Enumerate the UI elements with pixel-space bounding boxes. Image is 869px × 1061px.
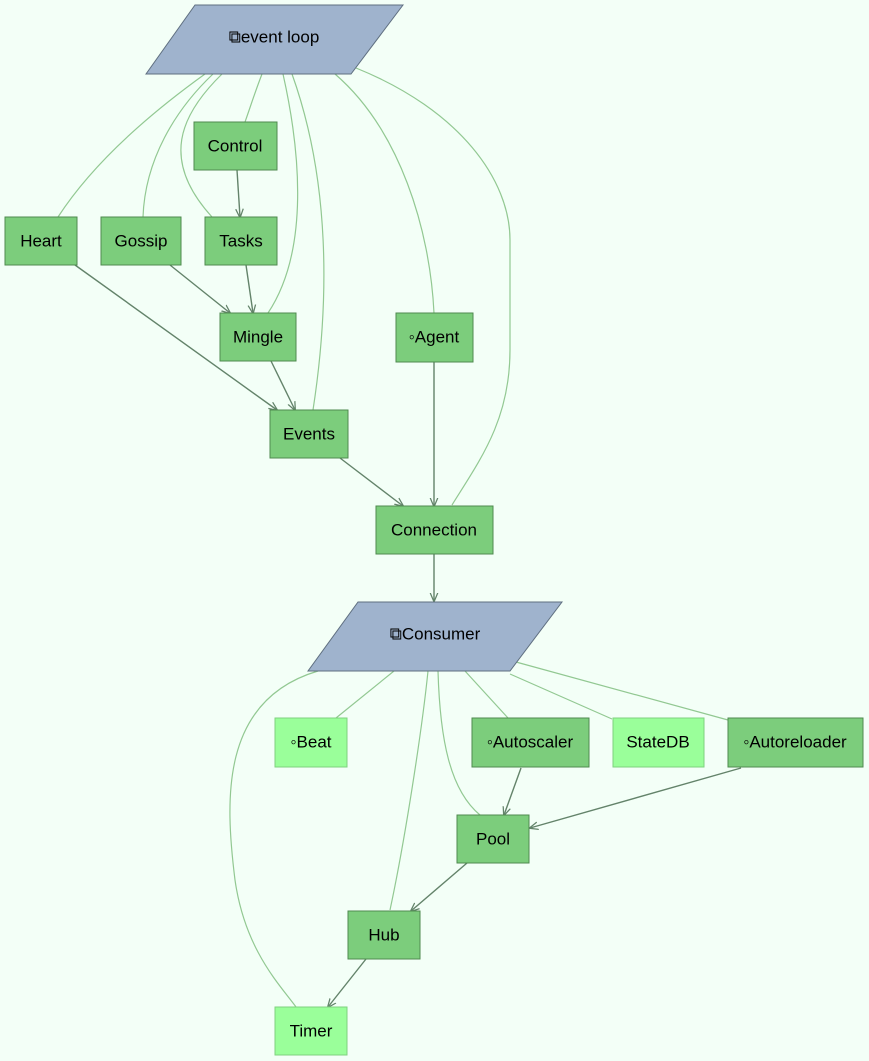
node-connection-label: Connection [391,521,477,540]
edge-consumer-beat [335,670,395,719]
node-tasks[interactable]: Tasks [204,216,278,266]
edge-eventloop-tasks [180,73,223,218]
arrow-mingle-events [270,360,295,410]
edge-consumer-statedb [509,673,613,720]
node-tasks-label: Tasks [219,232,262,251]
node-gossip-label: Gossip [115,232,168,251]
edge-eventloop-heart [57,73,206,218]
node-mingle[interactable]: Mingle [219,312,297,362]
node-control[interactable]: Control [193,121,278,171]
edge-layer-arrows [74,169,742,1007]
node-timer[interactable]: Timer [274,1006,348,1056]
edge-eventloop-gossip [142,73,214,218]
edge-eventloop-control [244,73,263,123]
edge-consumer-autoscaler [464,670,509,719]
edge-consumer-pool [437,670,481,816]
node-statedb-label: StateDB [626,733,689,752]
node-heart[interactable]: Heart [4,216,78,266]
arrow-autoreloader-pool [530,767,742,828]
node-beat-label: ◦Beat [291,733,332,752]
node-agent[interactable]: ◦Agent [395,312,474,363]
edge-consumer-autoreloader [515,661,729,721]
node-beat[interactable]: ◦Beat [274,717,348,768]
edge-layer-light [57,67,729,1008]
node-consumer[interactable]: ⧉Consumer [307,601,564,672]
node-autoscaler[interactable]: ◦Autoscaler [471,717,590,768]
node-connection[interactable]: Connection [375,505,494,555]
node-statedb[interactable]: StateDB [612,717,705,768]
node-event-loop[interactable]: ⧉event loop [145,4,405,75]
node-events[interactable]: Events [269,409,349,459]
node-mingle-label: Mingle [233,328,283,347]
node-consumer-label: ⧉Consumer [390,625,481,644]
arrow-control-tasks [237,169,240,217]
arrow-pool-hub [411,862,468,911]
arrow-tasks-mingle [245,264,253,313]
arrow-hub-timer [328,958,367,1007]
edge-eventloop-events [291,73,325,411]
node-autoscaler-label: ◦Autoscaler [487,733,574,752]
node-events-label: Events [283,425,335,444]
edge-eventloop-agent [334,73,435,314]
arrow-heart-events [74,264,277,410]
node-agent-label: ◦Agent [409,328,460,347]
node-layer: ⧉event loop Control Heart Gossip Tasks M… [4,4,864,1056]
edge-consumer-timer [229,670,319,1008]
edge-consumer-hub [389,670,429,911]
arrow-gossip-mingle [169,264,230,313]
arrow-events-connection [339,457,403,506]
node-autoreloader-label: ◦Autoreloader [743,733,847,752]
node-timer-label: Timer [290,1022,333,1041]
node-pool-label: Pool [476,830,510,849]
node-heart-label: Heart [20,232,62,251]
arrow-autoscaler-pool [504,767,522,815]
edge-eventloop-connection [355,67,511,506]
node-gossip[interactable]: Gossip [100,216,182,266]
edge-eventloop-mingle [267,73,299,314]
node-hub-label: Hub [368,926,399,945]
node-hub[interactable]: Hub [347,910,421,960]
node-control-label: Control [208,137,263,156]
node-pool[interactable]: Pool [456,814,530,864]
node-event-loop-label: ⧉event loop [229,28,320,47]
node-autoreloader[interactable]: ◦Autoreloader [727,717,864,768]
